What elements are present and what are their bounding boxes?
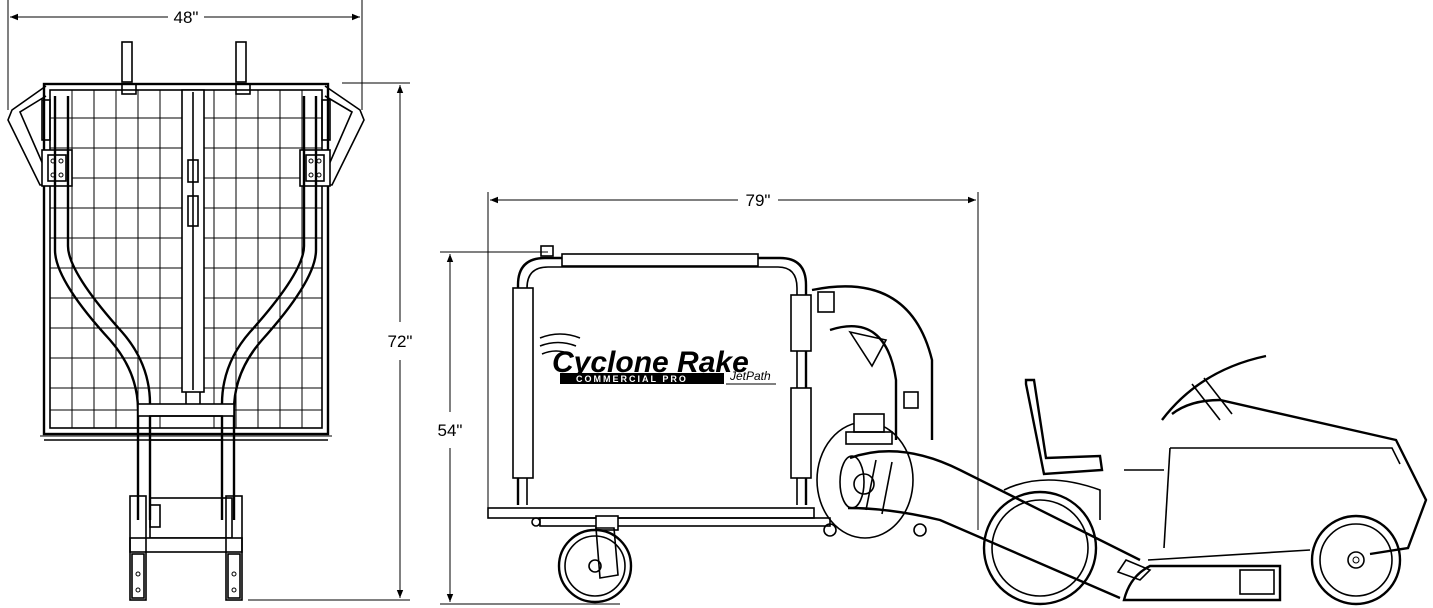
tractor-front-wheel [1310, 514, 1402, 606]
width-dimension: 48" [7, 0, 363, 110]
brand-logo: Cyclone Rake COMMERCIAL PRO JetPath [539, 333, 776, 385]
mower-deck [1116, 559, 1282, 602]
length-dimension-side: 79" [487, 191, 979, 530]
side-view-drawing: 79" 54" Cyclone Rake COMMERCIAL PRO JetP… [438, 191, 1428, 606]
top-view-drawing: 48" 72" [7, 0, 413, 601]
length-dimension-side-label: 79" [746, 191, 771, 210]
tractor-rear-wheel [982, 479, 1101, 606]
caster-wheel [557, 527, 633, 604]
brand-logo-subtext: COMMERCIAL PRO [576, 374, 688, 384]
width-dimension-label: 48" [174, 8, 199, 27]
height-dimension: 54" [438, 251, 620, 605]
tractor-seat [1024, 378, 1104, 476]
secondary-logo-text: JetPath [729, 369, 771, 383]
length-dimension-top-label: 72" [388, 332, 413, 351]
hose [839, 450, 1141, 600]
tractor-body [1124, 398, 1428, 561]
blower-unit [816, 413, 914, 539]
height-dimension-label: 54" [438, 421, 463, 440]
length-dimension-top: 72" [248, 82, 413, 601]
